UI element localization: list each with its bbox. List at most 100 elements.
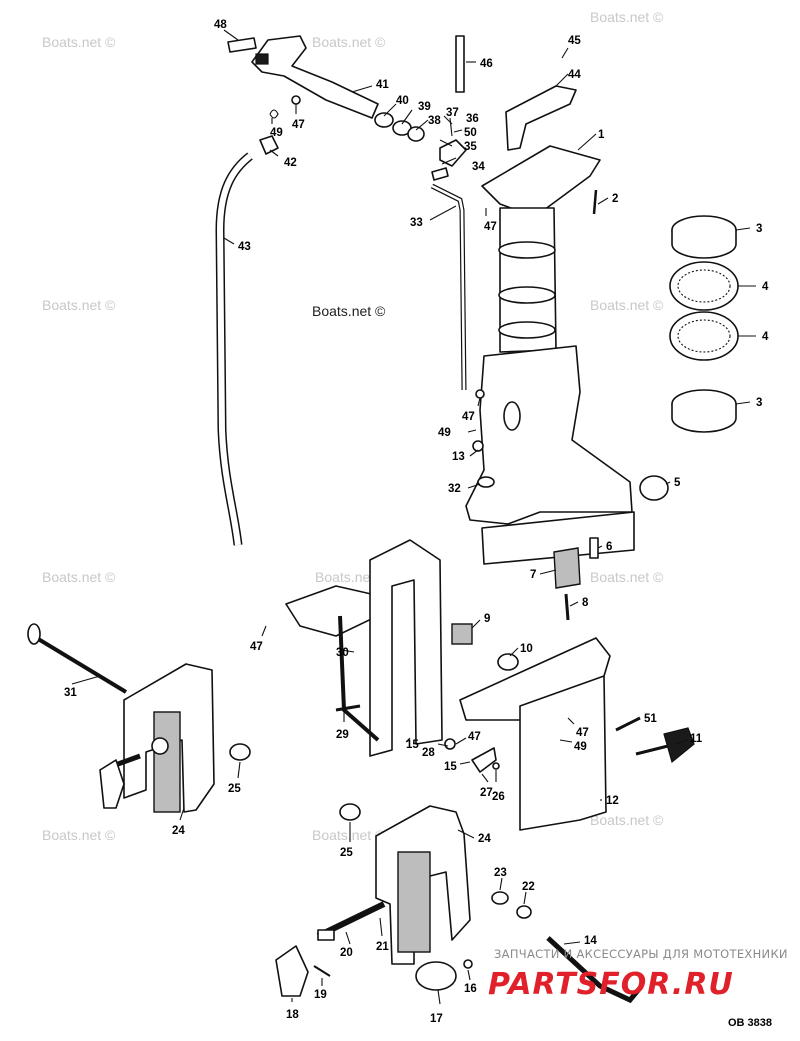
- clamp-screw-left-part: [117, 753, 141, 767]
- callout-2: 2: [612, 193, 618, 205]
- watermark: Boats.net ©: [590, 812, 664, 828]
- nut-part: [444, 738, 456, 750]
- tube-ring-part: [498, 286, 556, 304]
- callout-47: 47: [484, 221, 497, 233]
- callout-49: 49: [574, 741, 587, 753]
- callout-11: 11: [690, 733, 703, 745]
- lever-part: [471, 747, 497, 773]
- callout-51: 51: [644, 713, 657, 725]
- callout-33: 33: [410, 217, 423, 229]
- bolt-part: [335, 704, 361, 712]
- callout-21: 21: [376, 941, 389, 953]
- nut-part: [475, 389, 485, 399]
- callout-8: 8: [582, 597, 589, 609]
- callout-29: 29: [336, 729, 349, 741]
- callout-47: 47: [468, 731, 481, 743]
- callout-7: 7: [530, 569, 536, 581]
- callout-24: 24: [172, 825, 185, 837]
- callout-4: 4: [762, 331, 769, 343]
- clip-part: [259, 135, 279, 155]
- callout-22: 22: [522, 881, 535, 893]
- watermark-dark: Boats.net ©: [312, 303, 386, 319]
- watermark: Boats.net ©: [590, 297, 664, 313]
- callout-9: 9: [484, 613, 490, 625]
- callout-43: 43: [238, 241, 251, 253]
- thru-bolt-part: [28, 632, 128, 694]
- callout-17: 17: [430, 1013, 443, 1025]
- clamp-handle-right-part: [275, 945, 309, 997]
- callout-34: 34: [472, 161, 485, 173]
- callout-19: 19: [314, 989, 327, 1001]
- drawing-code: OB 3838: [728, 1017, 772, 1029]
- callout-12: 12: [606, 795, 619, 807]
- callout-18: 18: [286, 1009, 299, 1021]
- callout-6: 6: [606, 541, 612, 553]
- clamp-pad-part: [153, 711, 181, 813]
- bushing-part: [374, 112, 394, 128]
- bushing-upper-side: [671, 230, 737, 259]
- banner-brand: PARTSFOR.RU: [488, 967, 734, 1002]
- watermark-group: Boats.net © Boats.net © Boats.net © Boat…: [42, 9, 664, 843]
- bearing-rollers: [677, 319, 731, 353]
- screw-tip-part: [317, 929, 335, 941]
- tilt-frame-part: [369, 539, 443, 757]
- watermark: Boats.net ©: [312, 34, 386, 50]
- callout-3: 3: [756, 223, 762, 235]
- screw-part: [592, 189, 598, 215]
- callout-37: 37: [446, 107, 459, 119]
- washer-part: [477, 476, 495, 488]
- steering-arm-part: [481, 145, 601, 217]
- callout-1: 1: [598, 129, 605, 141]
- callout-15: 15: [406, 739, 419, 751]
- tube-ring-part: [498, 321, 556, 339]
- callout-5: 5: [674, 477, 681, 489]
- bearing-part: [669, 311, 739, 361]
- callout-20: 20: [340, 947, 353, 959]
- callout-35: 35: [464, 141, 477, 153]
- callout-14: 14: [584, 935, 597, 947]
- banner-tagline: ЗАПЧАСТИ И АКСЕССУАРЫ ДЛЯ МОТОТЕХНИКИ: [494, 947, 788, 961]
- clamp-pad-part: [397, 851, 431, 953]
- cable-part-outline: [215, 152, 253, 546]
- callout-16: 16: [464, 983, 477, 995]
- cover-part: [505, 85, 577, 151]
- friction-block-part: [439, 139, 467, 167]
- callout-32: 32: [448, 483, 461, 495]
- callout-28: 28: [422, 747, 435, 759]
- decal-part: [227, 37, 257, 53]
- callout-41: 41: [376, 79, 389, 91]
- lock-pin-part: [546, 936, 642, 1004]
- callout-44: 44: [568, 69, 581, 81]
- thumbscrew-handle-part: [663, 727, 695, 764]
- washer-part: [339, 803, 361, 821]
- bolt-head-part: [27, 623, 41, 645]
- callout-38: 38: [428, 115, 441, 127]
- callout-23: 23: [494, 867, 507, 879]
- callout-13: 13: [452, 451, 465, 463]
- clamp-boss-part: [151, 737, 169, 755]
- watermark: Boats.net ©: [42, 569, 116, 585]
- callout-47: 47: [462, 411, 475, 423]
- callout-47: 47: [250, 641, 263, 653]
- washer-part: [491, 891, 509, 905]
- swivel-housing-part: [465, 345, 633, 525]
- disc-part: [415, 961, 457, 991]
- plug-part: [639, 475, 669, 501]
- callout-25: 25: [340, 847, 353, 859]
- bushing-lower-side: [671, 404, 737, 433]
- watermark: Boats.net ©: [590, 9, 664, 25]
- callout-36: 36: [466, 113, 479, 125]
- callout-49: 49: [270, 127, 283, 139]
- callout-15: 15: [444, 761, 457, 773]
- callout-39: 39: [418, 101, 431, 113]
- callout-48: 48: [214, 19, 227, 31]
- cable-part: [216, 153, 252, 546]
- pin-part: [589, 537, 599, 559]
- bearing-part: [669, 261, 739, 311]
- pin-part: [269, 109, 279, 119]
- callout-3: 3: [756, 397, 762, 409]
- callout-50: 50: [464, 127, 477, 139]
- pad-part: [451, 623, 473, 645]
